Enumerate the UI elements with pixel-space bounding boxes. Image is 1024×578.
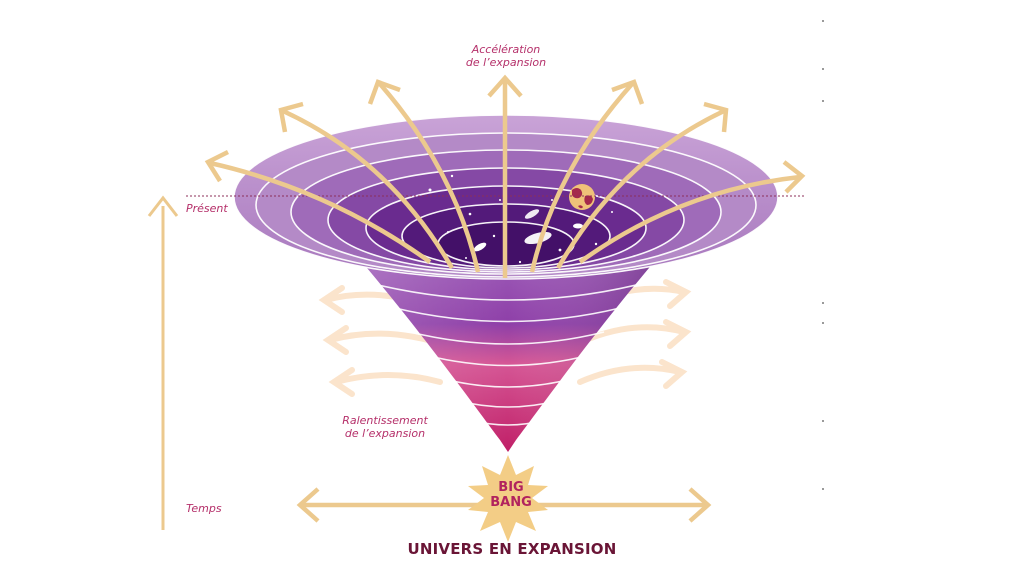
acceleration-label-line2: de l’expansion — [465, 56, 547, 69]
diagram-title: UNIVERS EN EXPANSION — [407, 540, 617, 558]
acceleration-arrows — [204, 74, 806, 278]
present-label: Présent — [186, 202, 228, 215]
time-axis-arrow — [147, 195, 179, 530]
slowdown-label-line2: de l’expansion — [344, 427, 426, 440]
big-bang-label-line2: BANG — [490, 495, 532, 510]
funnel-cone — [356, 255, 660, 452]
big-bang-label: BIG BANG — [466, 480, 556, 510]
starburst-icon — [468, 455, 548, 542]
slowdown-label: Ralentissement de l’expansion — [330, 414, 440, 440]
galaxy-icon — [428, 174, 613, 264]
acceleration-label-line1: Accélération — [471, 43, 541, 56]
time-label: Temps — [186, 502, 222, 515]
acceleration-label: Accélération de l’expansion — [452, 43, 560, 69]
big-bang-label-line1: BIG — [498, 480, 524, 495]
slowdown-label-line1: Ralentissement — [342, 414, 428, 427]
earth-icon — [569, 184, 595, 210]
edge-marks — [822, 20, 824, 490]
